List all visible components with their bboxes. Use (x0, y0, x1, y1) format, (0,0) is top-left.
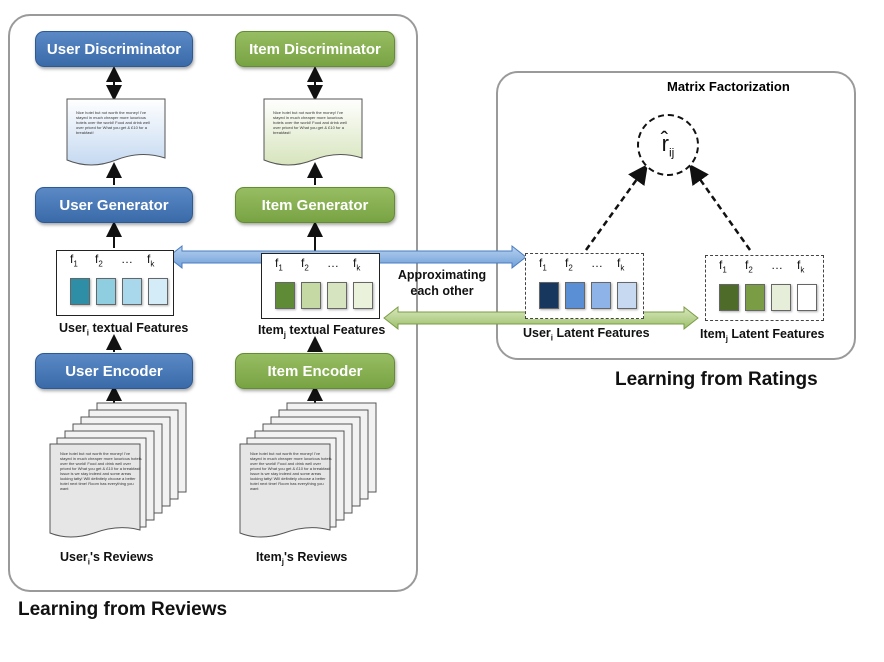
ratings-section-title: Learning from Ratings (615, 369, 818, 390)
generated-review-text: Nice hotel but not worth the money! I've… (273, 110, 347, 135)
item-review-text: Nice hotel but not worth the money! I've… (250, 451, 332, 491)
feature-label-k: fk (353, 256, 361, 273)
feature-label-k: fk (797, 258, 805, 275)
item-textual-features-caption: Itemj textual Features (258, 323, 386, 340)
user-latent-features-box: f1 f2 … fk (525, 253, 644, 319)
item-generated-review-doc: Nice hotel but not worth the money! I've… (263, 98, 363, 168)
predicted-rating-symbol: r̂ij (661, 130, 675, 160)
feature-label-1: f1 (70, 252, 78, 269)
document-stack-icon (239, 402, 377, 538)
document-icon (66, 98, 166, 166)
user-textual-features-box: f1 f2 … fk (56, 250, 174, 316)
user-latent-to-rating-arrow (584, 163, 648, 251)
user-encoder-button[interactable]: User Encoder (35, 353, 193, 389)
feature-cell (617, 282, 637, 309)
predicted-rating-circle: r̂ij (637, 114, 699, 176)
feature-label-1: f1 (719, 258, 727, 275)
feature-label-2: f2 (745, 258, 753, 275)
feature-cell (539, 282, 559, 309)
approximating-label: Approximating each other (397, 268, 487, 298)
feature-cell (301, 282, 321, 309)
feature-cell (122, 278, 142, 305)
feature-label-ellipsis: … (591, 256, 603, 270)
item-discriminator-button[interactable]: Item Discriminator (235, 31, 395, 67)
feature-cell (771, 284, 791, 311)
feature-cell (148, 278, 168, 305)
document-stack-icon (49, 402, 187, 538)
user-reviews-stack (49, 402, 187, 538)
feature-cell (275, 282, 295, 309)
item-reviews-caption: Itemj's Reviews (256, 550, 348, 567)
feature-label-ellipsis: … (121, 252, 133, 266)
feature-label-1: f1 (275, 256, 283, 273)
feature-cell (565, 282, 585, 309)
feature-cell (797, 284, 817, 311)
item-reviews-stack (239, 402, 377, 538)
feature-label-k: fk (617, 256, 625, 273)
feature-label-1: f1 (539, 256, 547, 273)
feature-label-2: f2 (95, 252, 103, 269)
item-latent-to-rating-arrow (689, 163, 752, 251)
feature-cell (70, 278, 90, 305)
feature-cell (327, 282, 347, 309)
document-icon (263, 98, 363, 166)
reviews-section-title: Learning from Reviews (18, 599, 228, 620)
matrix-factorization-title: Matrix Factorization (667, 79, 790, 94)
feature-label-k: fk (147, 252, 155, 269)
user-textual-features-caption: Useri textual Features (59, 321, 189, 338)
feature-cell (96, 278, 116, 305)
user-discriminator-button[interactable]: User Discriminator (35, 31, 193, 67)
user-review-text: Nice hotel but not worth the money! I've… (60, 451, 142, 491)
user-generated-review-doc: Nice hotel but not worth the money! I've… (66, 98, 166, 168)
feature-label-2: f2 (565, 256, 573, 273)
item-latent-features-box: f1 f2 … fk (705, 255, 824, 321)
feature-cell (353, 282, 373, 309)
user-latent-features-caption: Useri Latent Features (523, 326, 650, 343)
item-latent-features-caption: Itemj Latent Features (700, 327, 825, 344)
generated-review-text: Nice hotel but not worth the money! I've… (76, 110, 150, 135)
item-encoder-button[interactable]: Item Encoder (235, 353, 395, 389)
feature-cell (591, 282, 611, 309)
feature-cell (745, 284, 765, 311)
item-textual-features-box: f1 f2 … fk (261, 253, 380, 319)
feature-label-ellipsis: … (771, 258, 783, 272)
user-generator-button[interactable]: User Generator (35, 187, 193, 223)
feature-label-ellipsis: … (327, 256, 339, 270)
item-generator-button[interactable]: Item Generator (235, 187, 395, 223)
feature-label-2: f2 (301, 256, 309, 273)
user-reviews-caption: Useri's Reviews (60, 550, 154, 567)
feature-cell (719, 284, 739, 311)
